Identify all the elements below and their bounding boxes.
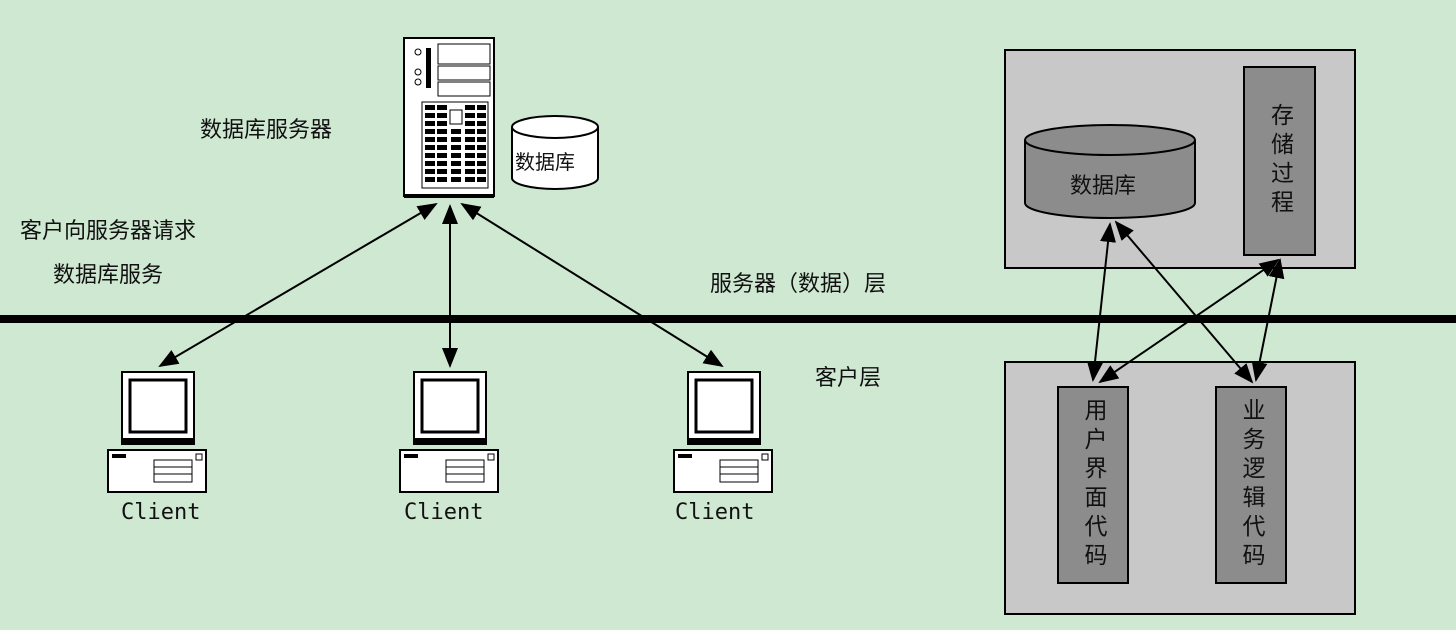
client-layer-label: 客户层: [815, 366, 882, 391]
server-label: 数据库服务器: [200, 118, 333, 143]
client-label: Client: [404, 500, 484, 525]
arrow-server-client-1: [158, 202, 438, 368]
layer-divider-line: [0, 315, 1456, 323]
ui-code-label: 用户界面代码: [1080, 398, 1106, 572]
ui-code-box: [1057, 386, 1129, 584]
request-text-line2: 数据库服务: [53, 263, 164, 288]
client-computer-icon: [673, 371, 773, 493]
client-label: Client: [675, 500, 755, 525]
right-database-cylinder-icon: [1024, 124, 1196, 219]
stored-procedure-box: [1243, 66, 1316, 256]
server-tower-icon: [403, 37, 495, 198]
arrow-proc-ui: [1098, 258, 1280, 384]
request-text-line1: 客户向服务器请求: [20, 219, 197, 244]
client-computer-icon: [399, 371, 499, 493]
db-label: 数据库: [515, 150, 575, 174]
client-computer-icon: [107, 371, 207, 493]
right-db-label: 数据库: [1070, 174, 1137, 199]
client-label: Client: [121, 500, 201, 525]
server-layer-label: 服务器（数据）层: [710, 272, 887, 297]
arrow-proc-logic: [1251, 258, 1285, 382]
logic-code-box: [1215, 386, 1287, 584]
database-cylinder-icon: [511, 115, 599, 190]
stored-procedure-label: 存储过程: [1266, 103, 1293, 219]
logic-code-label: 业务逻辑代码: [1238, 398, 1264, 572]
arrow-server-client-3: [460, 202, 724, 368]
